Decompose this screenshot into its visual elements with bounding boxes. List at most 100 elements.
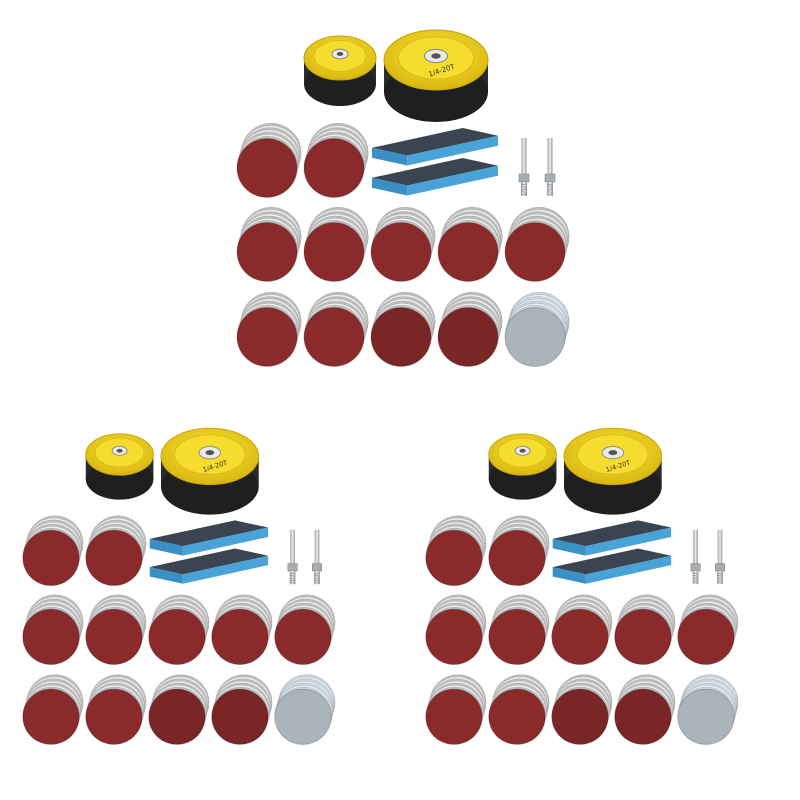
disc-row-2: [425, 594, 739, 665]
sanding-disc-stack: [274, 674, 336, 745]
kit-copy-1: 1/4-20T: [236, 29, 570, 367]
sanding-disc-stack: [425, 594, 487, 665]
disc-row-1: [425, 515, 550, 586]
sanding-disc-stack: [614, 594, 676, 665]
kit-copy-3: 1/4-20T: [425, 427, 739, 745]
disc-face: [488, 529, 546, 586]
disc-face: [22, 688, 80, 745]
sponge-top: [372, 128, 498, 156]
sponge-front: [182, 555, 269, 584]
sanding-disc-stack: [488, 674, 550, 745]
drill-shank-1: [287, 529, 298, 585]
sponge-front: [585, 555, 672, 584]
disc-face: [677, 688, 735, 745]
disc-face: [425, 608, 483, 665]
sanding-disc-stack: [85, 594, 147, 665]
disc-face: [370, 222, 432, 282]
large-backing-pad: 1/4-20T: [160, 427, 260, 515]
disc-face: [85, 688, 143, 745]
disc-face: [148, 688, 206, 745]
drill-shank-2: [544, 138, 556, 196]
sponge-top: [372, 158, 498, 186]
disc-face: [425, 529, 483, 586]
disc-face: [303, 222, 365, 282]
sanding-disc-stack: [370, 206, 436, 282]
disc-face: [211, 688, 269, 745]
sponge-block-2: [552, 548, 672, 584]
disc-face: [211, 608, 269, 665]
disc-face: [425, 688, 483, 745]
sponge-block-1: [372, 128, 498, 166]
disc-face: [236, 222, 298, 282]
sanding-disc-stack: [437, 291, 503, 367]
disc-face: [551, 608, 609, 665]
sponge-front: [407, 165, 498, 196]
sanding-disc-stack: [303, 122, 369, 198]
sponge-top: [552, 520, 672, 547]
sanding-disc-stack: [504, 206, 570, 282]
disc-row-3: [236, 291, 570, 367]
sponge-block-2: [149, 548, 269, 584]
sanding-disc-stack: [614, 674, 676, 745]
small-backing-pad: [303, 35, 377, 106]
disc-face: [303, 307, 365, 367]
disc-face: [85, 608, 143, 665]
sponge-block-2: [372, 158, 498, 196]
disc-face: [551, 688, 609, 745]
sponge-front: [407, 135, 498, 166]
disc-face: [504, 222, 566, 282]
kit-copy-2: 1/4-20T: [22, 427, 336, 745]
sanding-disc-stack: [551, 674, 613, 745]
sanding-disc-stack: [303, 206, 369, 282]
sanding-disc-stack: [85, 515, 147, 586]
disc-face: [370, 307, 432, 367]
disc-face: [274, 608, 332, 665]
disc-row-1: [236, 122, 369, 198]
large-backing-pad: 1/4-20T: [563, 427, 663, 515]
disc-face: [274, 688, 332, 745]
sanding-disc-stack: [425, 515, 487, 586]
sanding-disc-stack: [425, 674, 487, 745]
disc-face: [614, 688, 672, 745]
sponge-side: [372, 147, 408, 166]
sponge-side: [149, 538, 183, 556]
sanding-disc-stack: [551, 594, 613, 665]
sanding-disc-stack: [211, 594, 273, 665]
disc-row-1: [22, 515, 147, 586]
sanding-disc-stack: [274, 594, 336, 665]
disc-row-2: [22, 594, 336, 665]
sanding-disc-stack: [236, 291, 302, 367]
disc-face: [22, 529, 80, 586]
disc-face: [148, 608, 206, 665]
sponge-side: [552, 538, 586, 556]
disc-face: [85, 529, 143, 586]
disc-row-3: [425, 674, 739, 745]
drill-shank-1: [690, 529, 701, 585]
sanding-disc-stack: [148, 674, 210, 745]
sponge-front: [182, 527, 269, 556]
disc-row-2: [236, 206, 570, 282]
sanding-disc-stack: [504, 291, 570, 367]
sponge-block-1: [552, 520, 672, 556]
disc-face: [614, 608, 672, 665]
sanding-disc-stack: [22, 594, 84, 665]
disc-face: [22, 608, 80, 665]
sanding-disc-stack: [22, 674, 84, 745]
disc-face: [437, 307, 499, 367]
sanding-disc-stack: [236, 206, 302, 282]
sanding-disc-stack: [437, 206, 503, 282]
sponge-top: [149, 520, 269, 547]
sanding-disc-stack: [303, 291, 369, 367]
sponge-top: [552, 548, 672, 575]
disc-face: [303, 138, 365, 198]
disc-face: [488, 608, 546, 665]
sanding-disc-stack: [488, 515, 550, 586]
kit-copies: 1/4-20T 1/4-20T 1/4-20T: [22, 29, 739, 745]
sponge-side: [149, 567, 183, 584]
sanding-disc-stack: [488, 594, 550, 665]
large-backing-pad: 1/4-20T: [383, 29, 489, 122]
drill-shank-2: [312, 529, 322, 585]
sponge-side: [372, 177, 408, 196]
drill-shank-2: [715, 529, 725, 585]
sanding-disc-stack: [677, 594, 739, 665]
